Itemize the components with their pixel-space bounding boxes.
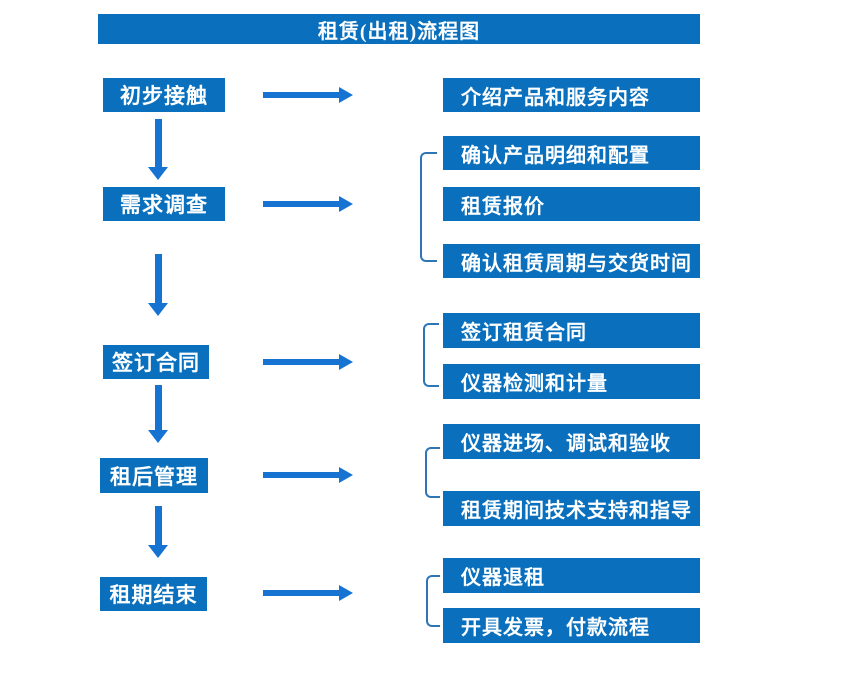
down-arrow-icon [148,506,169,558]
detail-box: 签订租赁合同 [443,313,700,348]
detail-box: 仪器退租 [443,558,700,593]
down-arrow-icon [148,119,169,180]
group-bracket-icon [423,323,439,387]
detail-box: 确认产品明细和配置 [443,136,700,170]
detail-box: 开具发票，付款流程 [443,608,700,643]
down-arrow-icon [148,385,169,443]
right-arrow-icon [263,467,353,483]
right-arrow-icon [263,87,353,103]
detail-box: 确认租赁周期与交货时间 [443,244,700,278]
detail-box: 仪器检测和计量 [443,364,700,399]
flowchart-title: 租赁(出租)流程图 [98,14,700,44]
detail-box: 租赁报价 [443,187,700,221]
detail-box: 租赁期间技术支持和指导 [443,491,700,526]
detail-box: 介绍产品和服务内容 [443,78,700,112]
group-bracket-icon [420,152,437,262]
step-box-demand-survey: 需求调查 [103,187,225,221]
right-arrow-icon [263,585,353,601]
detail-box: 仪器进场、调试和验收 [443,424,700,459]
down-arrow-icon [148,254,169,316]
step-box-lease-end: 租期结束 [100,577,207,611]
right-arrow-icon [263,354,353,370]
group-bracket-icon [425,447,440,498]
group-bracket-icon [426,575,440,627]
right-arrow-icon [263,196,353,212]
step-box-initial-contact: 初步接触 [103,78,225,112]
step-box-sign-contract: 签订合同 [103,345,209,379]
step-box-post-rental-management: 租后管理 [100,458,208,493]
